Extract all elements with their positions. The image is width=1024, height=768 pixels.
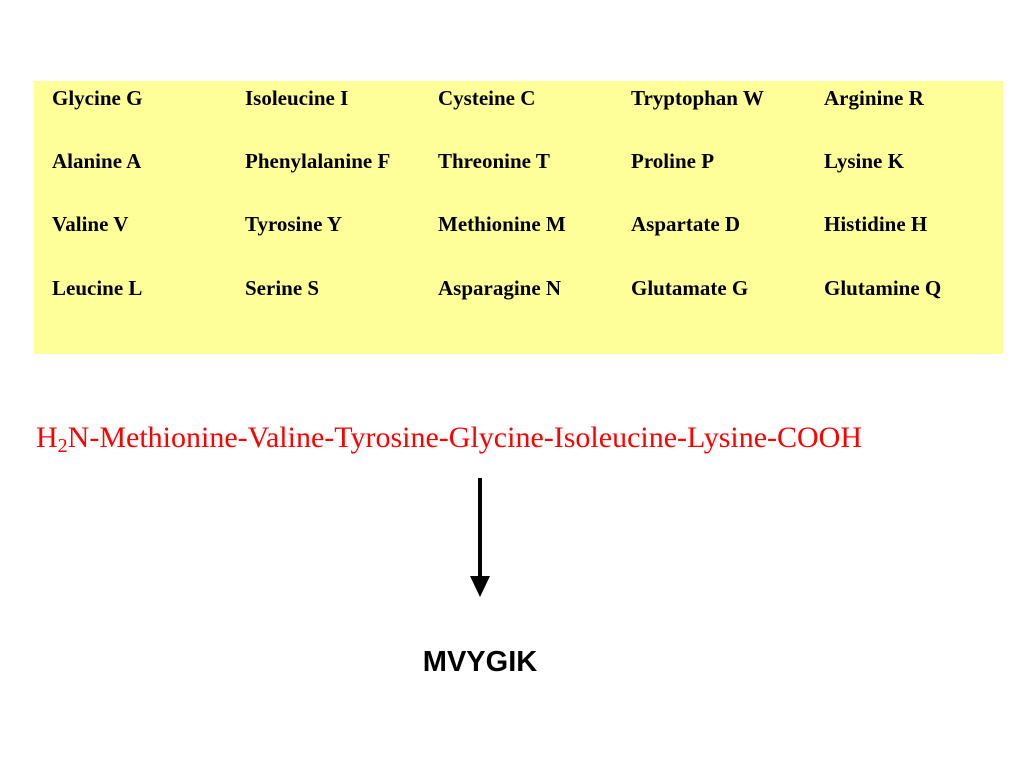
table-cell: Threonine T [438,149,550,173]
table-cell: Serine S [245,276,320,300]
table-cell: Tryptophan W [631,86,764,110]
table-cell: Aspartate D [631,212,741,236]
peptide-residues: N-Methionine-Valine-Tyrosine-Glycine-Iso… [67,421,863,454]
table-cell: Asparagine N [438,276,562,300]
down-arrow-icon [470,478,490,597]
table-cell: Leucine L [52,276,143,300]
table-cell: Proline P [631,149,715,173]
table-cell: Valine V [52,212,129,236]
table-cell: Cysteine C [438,86,536,110]
table-cell: Tyrosine Y [245,212,343,236]
table-cell: Histidine H [824,212,928,236]
table-row: Valine V Tyrosine Y Methionine M Asparta… [34,209,1003,239]
one-letter-sequence: MVYGIK [422,646,538,678]
table-cell: Glutamate G [631,276,749,300]
peptide-chain: H2N-Methionine-Valine-Tyrosine-Glycine-I… [36,418,862,458]
table-cell: Arginine R [824,86,924,110]
amino-acid-table: Glycine G Isoleucine I Cysteine C Trypto… [34,81,1003,354]
table-row: Glycine G Isoleucine I Cysteine C Trypto… [34,83,1003,113]
table-row: Leucine L Serine S Asparagine N Glutamat… [34,273,1003,303]
table-row: Alanine A Phenylalanine F Threonine T Pr… [34,146,1003,176]
table-cell: Lysine K [824,149,904,173]
peptide-subscript: 2 [57,435,68,457]
table-cell: Alanine A [52,149,142,173]
table-cell: Isoleucine I [245,86,349,110]
peptide-prefix: H [36,421,58,454]
table-cell: Phenylalanine F [245,149,391,173]
table-cell: Glycine G [52,86,143,110]
table-cell: Methionine M [438,212,566,236]
table-cell: Glutamine Q [824,276,942,300]
